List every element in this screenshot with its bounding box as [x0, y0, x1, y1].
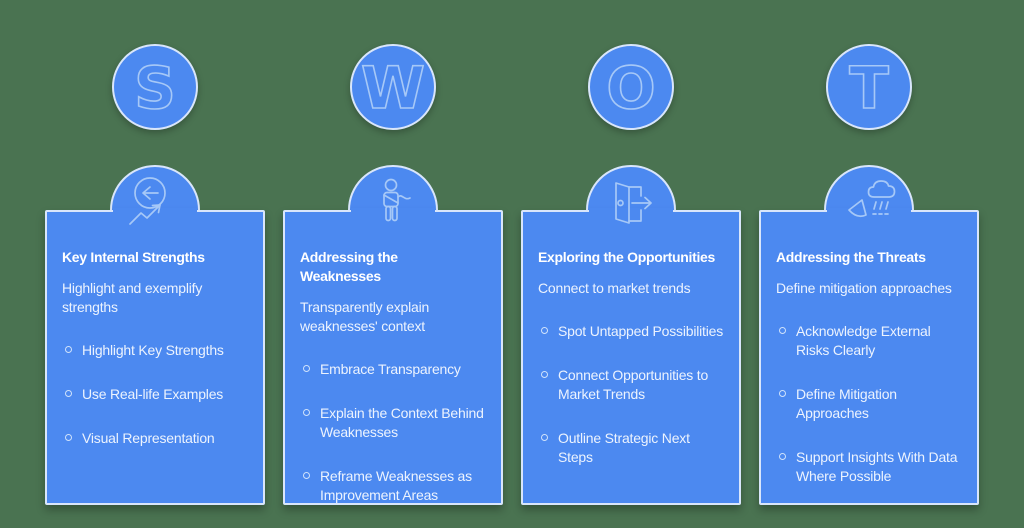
- bullet-text: Connect Opportunities to Market Trends: [558, 367, 709, 402]
- list-item: Connect Opportunities to Market Trends: [541, 366, 724, 404]
- bullet-text: Embrace Transparency: [320, 361, 461, 377]
- bullet-list: Highlight Key Strengths Use Real-life Ex…: [62, 341, 248, 448]
- card-content: Exploring the Opportunities Connect to m…: [521, 210, 741, 505]
- letter-circle-w: W: [350, 44, 436, 130]
- opportunities-card: [521, 210, 741, 505]
- bullet-text: Define Mitigation Approaches: [796, 386, 897, 421]
- card-title: Addressing the Weaknesses: [300, 249, 398, 284]
- letter-t-outline: T: [848, 53, 890, 123]
- open-door-arrow-icon: [603, 176, 659, 232]
- card-title: Key Internal Strengths: [62, 249, 205, 265]
- bullet-list: Spot Untapped Possibilities Connect Oppo…: [538, 322, 724, 467]
- notch-join: [827, 208, 911, 217]
- card-subtitle: Define mitigation approaches: [776, 280, 952, 296]
- bullet-text: Spot Untapped Possibilities: [558, 323, 724, 339]
- storm-cloud-warning-icon: [841, 176, 897, 232]
- svg-text:T: T: [849, 54, 889, 122]
- list-item: Acknowledge External Risks Clearly: [779, 322, 962, 360]
- list-item: Explain the Context Behind Weaknesses: [303, 404, 486, 442]
- letter-o-outline: O: [606, 53, 657, 123]
- bullet-text: Support Insights With Data Where Possibl…: [796, 449, 958, 484]
- bullet-list: Acknowledge External Risks Clearly Defin…: [776, 322, 962, 486]
- strengths-card: [45, 210, 265, 505]
- swot-column-opportunities: O Exploring the Opportunities Connect to…: [521, 0, 741, 528]
- circle-bullet-icon: [65, 346, 72, 353]
- circle-bullet-icon: [779, 453, 786, 460]
- notch-join: [589, 208, 673, 217]
- injured-person-icon: [365, 176, 421, 232]
- bullet-text: Outline Strategic Next Steps: [558, 430, 690, 465]
- threats-card: [759, 210, 979, 505]
- circle-bullet-icon: [541, 434, 548, 441]
- circle-bullet-icon: [541, 327, 548, 334]
- svg-text:S: S: [134, 54, 176, 122]
- list-item: Highlight Key Strengths: [65, 341, 248, 360]
- circle-bullet-icon: [541, 371, 548, 378]
- bullet-text: Visual Representation: [82, 430, 215, 446]
- circle-bullet-icon: [779, 390, 786, 397]
- bullet-text: Explain the Context Behind Weaknesses: [320, 405, 484, 440]
- card-subtitle: Highlight and exemplify strengths: [62, 280, 203, 315]
- list-item: Embrace Transparency: [303, 360, 486, 379]
- card-content: Addressing the Weaknesses Transparently …: [283, 210, 503, 505]
- letter-circle-t: T: [826, 44, 912, 130]
- bullet-list: Embrace Transparency Explain the Context…: [300, 360, 486, 505]
- card-subtitle: Connect to market trends: [538, 280, 691, 296]
- card-content: Addressing the Threats Define mitigation…: [759, 210, 979, 505]
- letter-circle-o: O: [588, 44, 674, 130]
- list-item: Visual Representation: [65, 429, 248, 448]
- swot-column-strengths: S Key Internal Strengths Highlight and e…: [45, 0, 265, 528]
- circle-bullet-icon: [65, 434, 72, 441]
- list-item: Use Real-life Examples: [65, 385, 248, 404]
- bullet-text: Reframe Weaknesses as Improvement Areas: [320, 468, 472, 503]
- circle-bullet-icon: [779, 327, 786, 334]
- svg-text:O: O: [606, 54, 655, 122]
- circle-bullet-icon: [303, 472, 310, 479]
- list-item: Outline Strategic Next Steps: [541, 429, 724, 467]
- card-title: Addressing the Threats: [776, 249, 926, 265]
- converge-arrow-growth-icon: [127, 176, 183, 232]
- letter-circle-s: S: [112, 44, 198, 130]
- bullet-text: Highlight Key Strengths: [82, 342, 224, 358]
- circle-bullet-icon: [303, 365, 310, 372]
- card-content: Key Internal Strengths Highlight and exe…: [45, 210, 265, 505]
- letter-s-outline: S: [133, 53, 176, 123]
- card-title: Exploring the Opportunities: [538, 249, 716, 265]
- swot-column-threats: T Addressing the Threats Define mitigati…: [759, 0, 979, 528]
- circle-bullet-icon: [303, 409, 310, 416]
- card-subtitle: Transparently explain weaknesses' contex…: [300, 299, 430, 334]
- bullet-text: Acknowledge External Risks Clearly: [796, 323, 931, 358]
- list-item: Support Insights With Data Where Possibl…: [779, 448, 962, 486]
- svg-text:W: W: [361, 54, 425, 122]
- notch-join: [113, 208, 197, 217]
- swot-column-weaknesses: W Addressing the Weaknesses Transparentl…: [283, 0, 503, 528]
- list-item: Reframe Weaknesses as Improvement Areas: [303, 467, 486, 505]
- circle-bullet-icon: [65, 390, 72, 397]
- letter-w-outline: W: [360, 53, 426, 123]
- list-item: Spot Untapped Possibilities: [541, 322, 724, 341]
- bullet-text: Use Real-life Examples: [82, 386, 224, 402]
- list-item: Define Mitigation Approaches: [779, 385, 962, 423]
